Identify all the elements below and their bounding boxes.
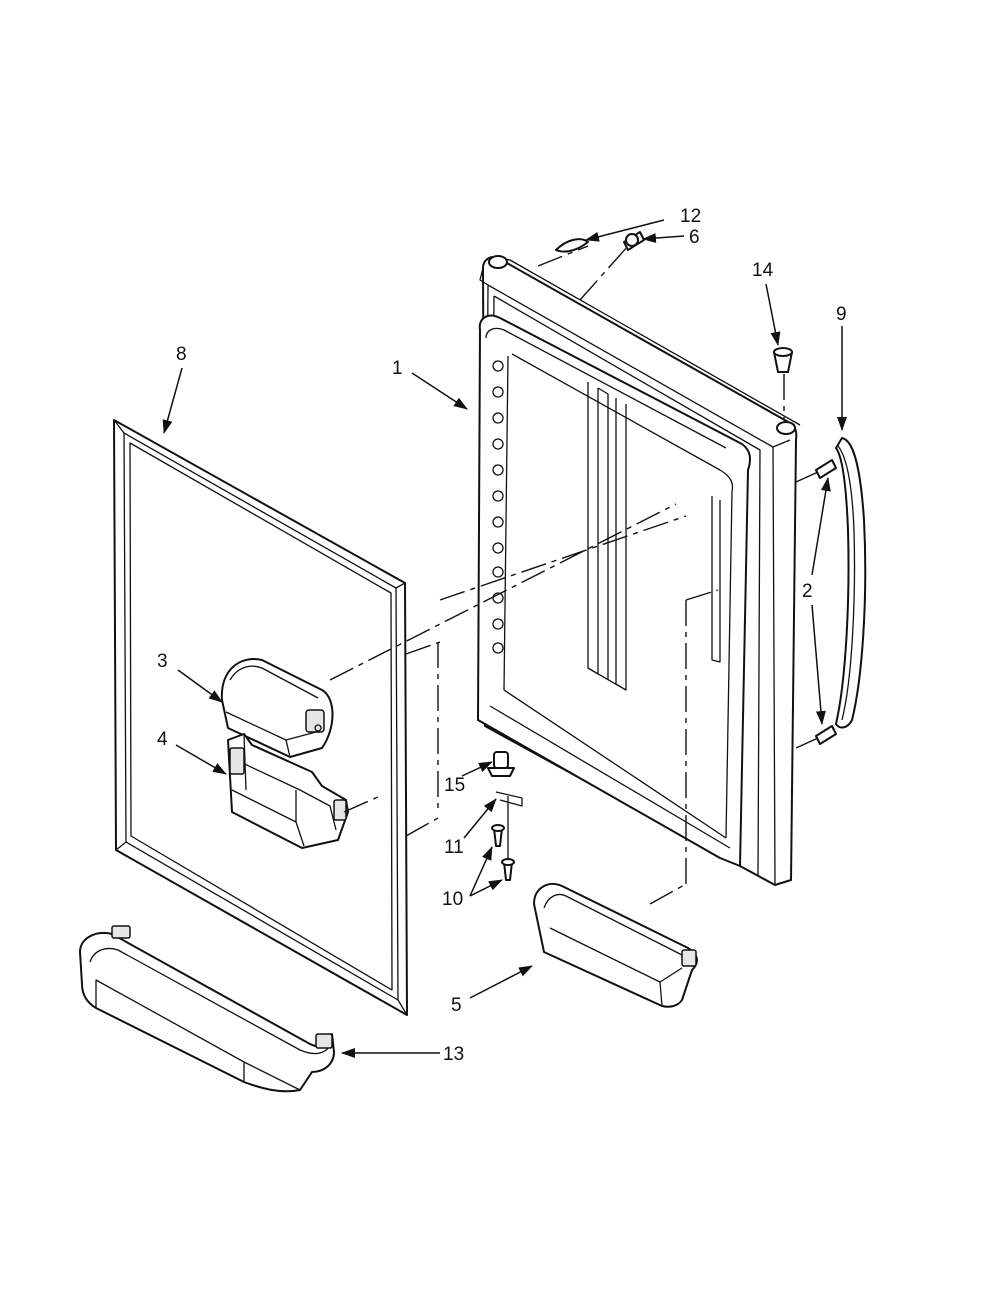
dairy-bin — [227, 733, 349, 849]
callout-4: 4 — [157, 729, 168, 750]
bushing-14 — [773, 347, 793, 373]
door-liner — [477, 255, 801, 886]
handle-screw-lower — [815, 725, 837, 745]
callout-12: 12 — [680, 206, 701, 227]
callout-6: 6 — [689, 227, 700, 248]
callout-15: 15 — [444, 775, 465, 796]
door-handle — [835, 437, 867, 729]
dairy-cover — [220, 658, 334, 758]
assembly-lines — [329, 245, 819, 905]
callout-leaders — [162, 219, 847, 1058]
shelf-bosses — [492, 360, 504, 654]
callout-5: 5 — [451, 995, 462, 1016]
callout-2: 2 — [802, 581, 813, 602]
hinge-cover-cap — [555, 238, 589, 253]
door-bin — [533, 883, 698, 1008]
callout-13: 13 — [443, 1044, 464, 1065]
handle-screw-upper — [815, 459, 837, 479]
callout-labels: 1 2 3 4 5 6 8 9 10 11 12 13 14 15 — [157, 206, 847, 1065]
hinge-bushing-15 — [487, 751, 515, 777]
screw-10-lower — [501, 858, 515, 881]
callout-14: 14 — [752, 260, 774, 281]
screw-10-upper — [491, 824, 505, 847]
callout-8: 8 — [176, 344, 187, 365]
bottom-trim — [79, 925, 335, 1093]
callout-11: 11 — [444, 837, 464, 858]
callout-3: 3 — [157, 651, 168, 672]
screw-6 — [623, 231, 645, 251]
callout-1: 1 — [392, 358, 403, 379]
hinge-bracket-11 — [495, 791, 523, 860]
callout-10: 10 — [442, 889, 463, 910]
callout-9: 9 — [836, 304, 847, 325]
